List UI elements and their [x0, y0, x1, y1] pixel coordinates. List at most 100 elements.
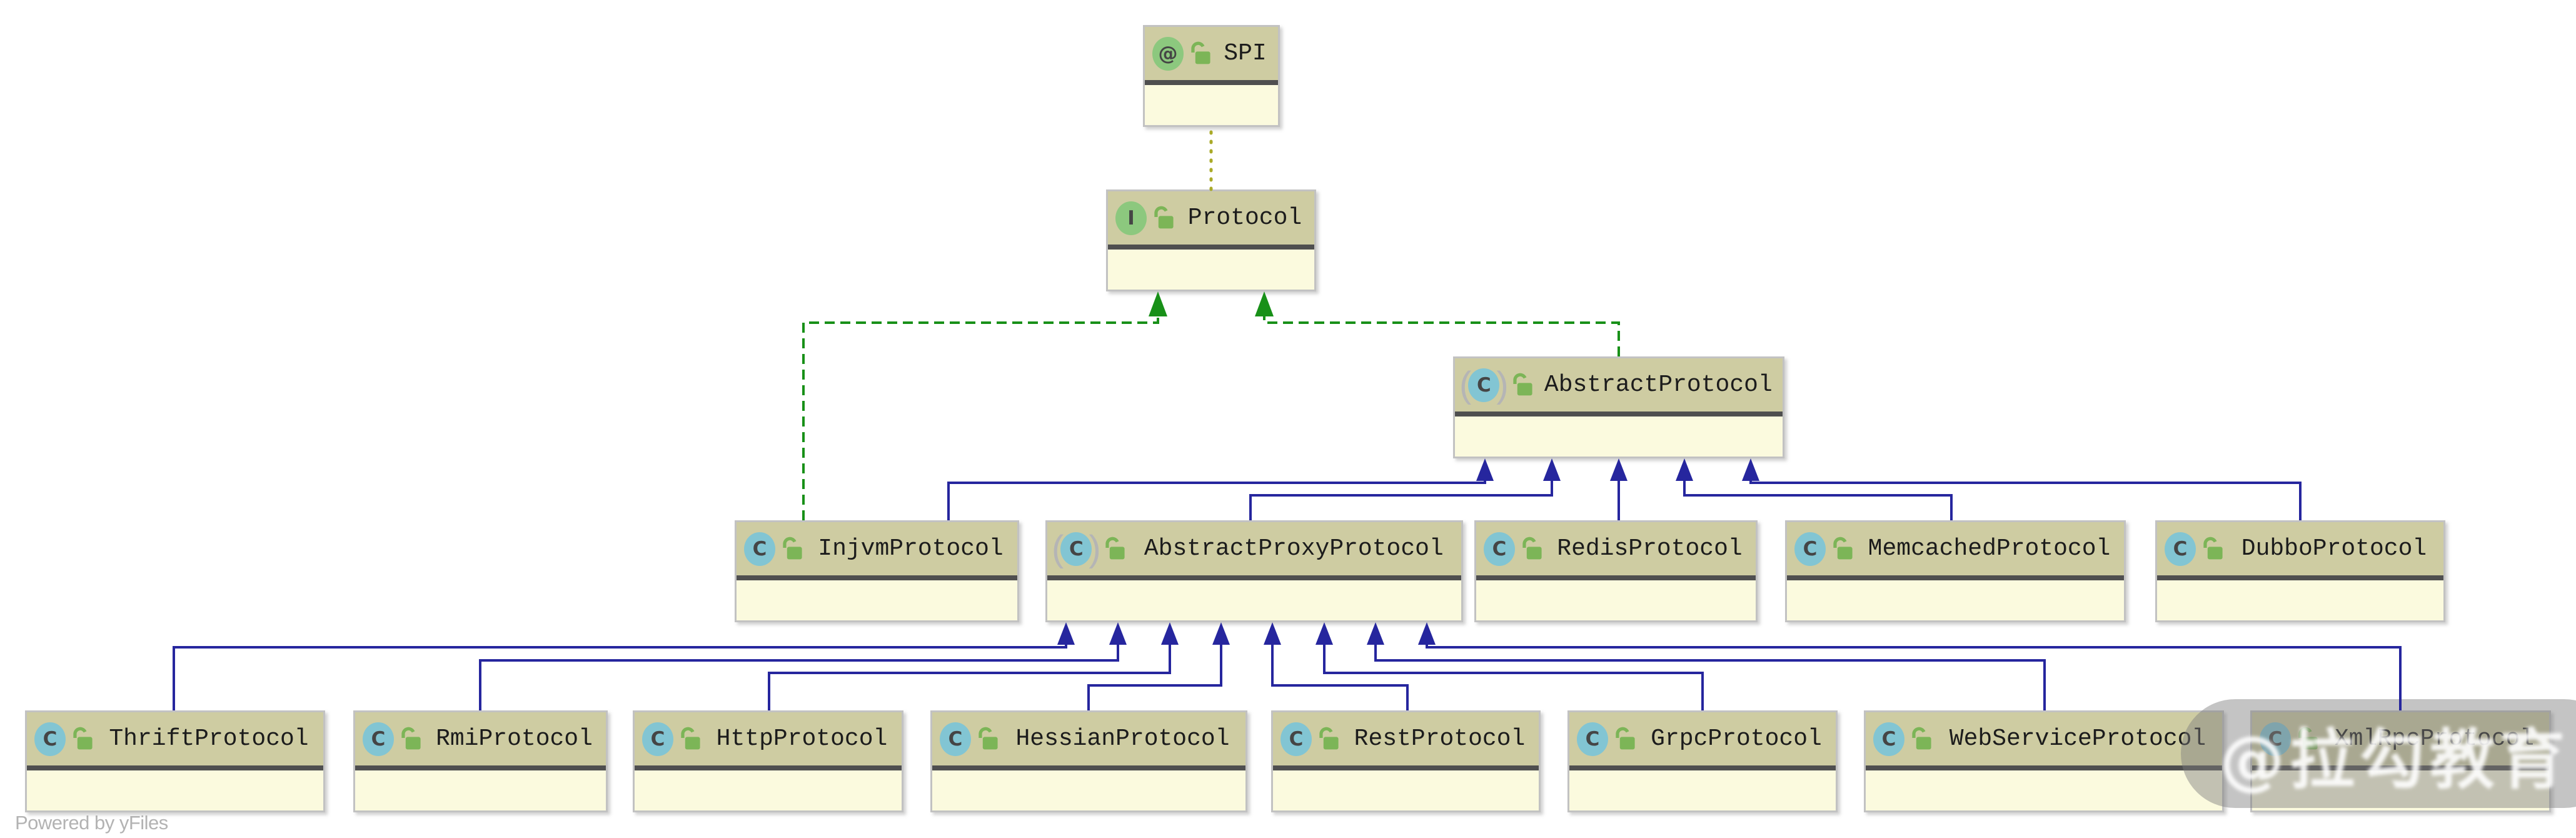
arrowhead-webservice-to-abstract-proxy: [1367, 622, 1384, 645]
edge-memcached-to-abstract-protocol-extends: [1683, 477, 1953, 520]
class-icon: C: [363, 722, 394, 756]
node-compartment: [1455, 416, 1783, 457]
class-node-abstract-proxy[interactable]: (C) AbstractProxyProtocol: [1045, 520, 1463, 622]
class-icon: C: [1280, 722, 1312, 756]
edge-thrift-to-abstract-proxy-extends: [173, 641, 1067, 710]
node-compartment: [2157, 580, 2443, 620]
node-header: (C) AbstractProtocol: [1455, 358, 1783, 416]
arrowhead-dubbo-to-abstract-protocol: [1742, 458, 1759, 481]
class-node-protocol[interactable]: I Protocol: [1106, 189, 1316, 291]
class-name-label: AbstractProtocol: [1544, 371, 1773, 398]
class-node-memcached[interactable]: C MemcachedProtocol: [1785, 520, 2126, 622]
node-header: I Protocol: [1108, 191, 1314, 250]
class-icon: C: [2260, 722, 2291, 756]
node-compartment: [635, 770, 902, 810]
node-header: C MemcachedProtocol: [1787, 522, 2124, 580]
class-icon: C: [1794, 532, 1826, 566]
node-header: @ SPI: [1145, 27, 1278, 85]
edge-http-to-abstract-proxy-extends: [768, 641, 1171, 710]
node-header: C XmlRpcProtocol: [2252, 712, 2549, 770]
open-lock-icon: [1912, 727, 1931, 750]
open-lock-icon: [1833, 537, 1853, 560]
abstract-class-icon: C: [1468, 368, 1500, 402]
node-icons: C: [34, 722, 96, 756]
class-icon: C: [2165, 532, 2196, 566]
edge-rest-to-abstract-proxy-extends: [1271, 641, 1409, 710]
arrowhead-injvm-to-protocol: [1149, 291, 1167, 316]
node-compartment: [27, 770, 323, 810]
node-compartment: [1273, 770, 1539, 810]
class-name-label: XmlRpcProtocol: [2334, 725, 2535, 752]
node-icons: (C): [1459, 364, 1536, 405]
class-name-label: MemcachedProtocol: [1868, 535, 2111, 562]
class-node-spi[interactable]: @ SPI: [1143, 25, 1280, 127]
node-header: C DubboProtocol: [2157, 522, 2443, 580]
arrowhead-http-to-abstract-proxy: [1161, 622, 1179, 645]
abstract-class-icon: C: [1060, 532, 1092, 566]
node-icons: C: [1794, 532, 1856, 566]
arrowhead-rmi-to-abstract-proxy: [1109, 622, 1127, 645]
node-compartment: [932, 770, 1245, 810]
class-name-label: Protocol: [1187, 204, 1302, 231]
class-name-label: RestProtocol: [1354, 725, 1526, 752]
class-node-thrift[interactable]: C ThriftProtocol: [25, 710, 325, 812]
open-lock-icon: [1522, 537, 1542, 560]
edge-abstract-proxy-to-abstract-protocol-extends: [1249, 477, 1553, 520]
open-lock-icon: [401, 727, 421, 750]
class-name-label: HttpProtocol: [716, 725, 888, 752]
node-header: (C) AbstractProxyProtocol: [1047, 522, 1461, 580]
node-compartment: [1569, 770, 1836, 810]
class-node-xmlrpc[interactable]: C XmlRpcProtocol: [2250, 710, 2551, 812]
class-name-label: AbstractProxyProtocol: [1144, 535, 1444, 562]
class-name-label: ThriftProtocol: [109, 725, 309, 752]
abstract-paren-open: (: [1459, 364, 1472, 405]
open-lock-icon: [1616, 727, 1635, 750]
node-compartment: [1866, 770, 2222, 810]
class-node-http[interactable]: C HttpProtocol: [633, 710, 903, 812]
open-lock-icon: [1105, 537, 1125, 560]
node-compartment: [355, 770, 606, 810]
node-icons: @: [1152, 36, 1214, 71]
class-name-label: DubboProtocol: [2241, 535, 2427, 562]
node-compartment: [1108, 250, 1314, 290]
class-icon: C: [1873, 722, 1904, 756]
class-icon: C: [642, 722, 673, 756]
open-lock-icon: [1319, 727, 1339, 750]
node-compartment: [737, 580, 1017, 620]
arrowhead-xmlrpc-to-abstract-proxy: [1418, 622, 1436, 645]
open-lock-icon: [1154, 206, 1174, 229]
node-icons: (C): [1052, 528, 1128, 569]
open-lock-icon: [979, 727, 998, 750]
abstract-paren-close: ): [1496, 364, 1509, 405]
open-lock-icon: [681, 727, 700, 750]
node-icons: C: [1484, 532, 1545, 566]
node-compartment: [1047, 580, 1461, 620]
node-header: C ThriftProtocol: [27, 712, 323, 770]
node-icons: I: [1115, 201, 1177, 235]
class-name-label: SPI: [1224, 40, 1267, 67]
class-name-label: GrpcProtocol: [1651, 725, 1822, 752]
node-compartment: [1787, 580, 2124, 620]
interface-icon: I: [1115, 201, 1147, 235]
class-node-dubbo[interactable]: C DubboProtocol: [2155, 520, 2445, 622]
open-lock-icon: [1512, 373, 1532, 396]
node-icons: C: [1280, 722, 1342, 756]
class-node-rest[interactable]: C RestProtocol: [1271, 710, 1541, 812]
node-icons: C: [363, 722, 424, 756]
class-node-abstract-protocol[interactable]: (C) AbstractProtocol: [1453, 356, 1784, 458]
edge-grpc-to-abstract-proxy-extends: [1323, 641, 1704, 710]
node-icons: C: [642, 722, 703, 756]
open-lock-icon: [73, 727, 93, 750]
class-icon: C: [744, 532, 775, 566]
abstract-paren-close: ): [1089, 528, 1101, 569]
